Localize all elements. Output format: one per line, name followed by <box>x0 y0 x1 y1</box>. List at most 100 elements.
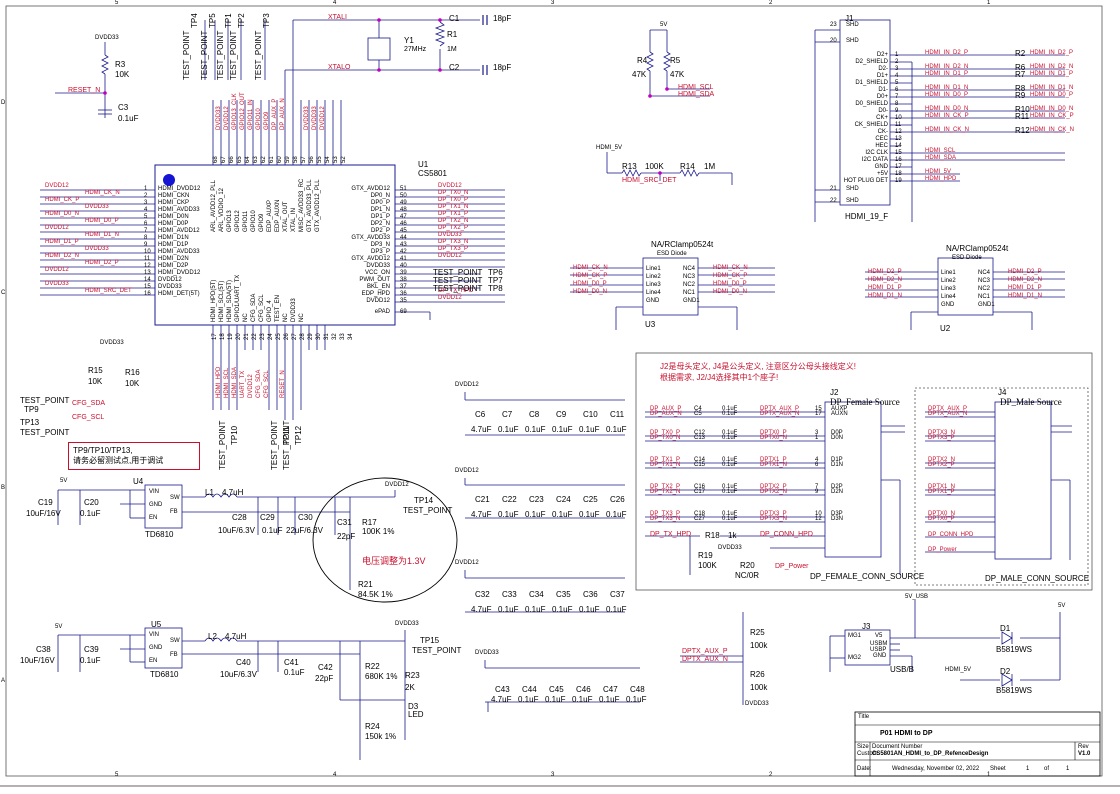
r5-ref: R5 <box>670 56 681 65</box>
j1-pin-name: SHD <box>846 198 859 204</box>
cap-bank-rail: DVDD12 <box>455 560 479 566</box>
j2-cap-ref: C5 <box>694 411 702 417</box>
l1-ref: L1 <box>205 488 214 497</box>
u1-left-pin-number: 12 <box>144 263 151 269</box>
u1-bottom-net: CFG_SCL <box>264 370 270 398</box>
u1-bottom-pin-number: 31 <box>324 333 330 340</box>
u1-left-pin-name: HDMI_D2P <box>158 263 189 269</box>
u3-pin-left: GND <box>646 298 660 304</box>
debug-note-box: TP9/TP10/TP13, 请务必留测试点,用于调试 <box>68 442 200 470</box>
tp6-label: TEST_POINT <box>433 268 483 277</box>
c28-value: 10uF/6.3V <box>218 526 255 535</box>
cap-value: 0.1uF <box>606 510 627 519</box>
cap-value: 0.1uF <box>498 510 519 519</box>
u1-left-pin-number: 11 <box>144 256 151 262</box>
u1-top-net: DVDD12 <box>320 106 326 130</box>
j2-cap-ref: C17 <box>694 489 706 495</box>
cap-ref: C32 <box>475 590 490 599</box>
j2-ref: J2 <box>830 388 839 397</box>
u1-left-pin-number: 14 <box>144 277 151 283</box>
u1-left-pin-name: DVDD12 <box>158 277 182 283</box>
net-dp-power: DP_Power <box>775 563 809 570</box>
j1-net: HDMI_IN_D0_N <box>925 106 969 112</box>
cap-value: 0.1uF <box>498 425 519 434</box>
cap-value: 0.1uF <box>552 510 573 519</box>
j1-pin-number: 21 <box>830 186 837 192</box>
u2-pin-left: GND <box>941 302 955 308</box>
j1-pin-name: I2C DATA <box>861 157 888 163</box>
j4-title: DP_Male Source <box>1000 397 1062 407</box>
j1-pin-name: GND <box>874 164 888 170</box>
bottom-tp-label: TEST_POINT <box>218 420 227 470</box>
j1-pin-name: CEC <box>875 136 888 142</box>
cap-value: 0.1uF <box>552 425 573 434</box>
j2-pin-number: 15 <box>815 406 822 412</box>
c19-ref: C19 <box>38 498 53 507</box>
j2-cap-ref: C13 <box>694 435 706 441</box>
u5-part: TD6810 <box>150 670 179 679</box>
cap-ref: C47 <box>603 685 618 694</box>
r16-ref: R16 <box>125 368 140 377</box>
j2-cap-value: 0.1uF <box>722 511 738 517</box>
j1-net: HDMI_IN_D1_N <box>925 85 969 91</box>
j2-title: DP_Female Source <box>830 397 900 407</box>
j1-pin-name: D2_SHIELD <box>855 59 888 65</box>
u2-pin-left: Line2 <box>941 278 956 284</box>
u1-right-net: DP_TX2_P <box>438 225 469 231</box>
r3-value: 10K <box>115 70 130 79</box>
u1-bottom-pin-number: 29 <box>308 333 314 340</box>
c29-ref: C29 <box>260 513 275 522</box>
u3-net-left: HDMI_CK_P <box>573 273 608 279</box>
u1-left-net: HDMI_SRC_DET <box>85 288 132 294</box>
u1-left-net: HDMI_D1_N <box>85 232 120 238</box>
j3-pin-mg1: MG1 <box>848 633 862 639</box>
j4-net: DPTX3_P <box>928 435 955 441</box>
j1-net-out: HDMI_IN_D0_N <box>1030 106 1074 112</box>
r24-value: 150k 1% <box>365 732 397 741</box>
net-reset-n: RESET_N <box>68 87 101 94</box>
u1-top-pin-number: 65 <box>237 156 243 163</box>
u2-sub: ESD Diode <box>952 255 982 261</box>
pullup-rail: 5V <box>660 22 668 28</box>
tp8-label: TEST_POINT <box>433 284 483 293</box>
u1-right-pin-number: 35 <box>400 298 407 304</box>
u3-net-left: HDMI_D0_P <box>573 281 607 287</box>
c2-ref: C2 <box>449 63 460 72</box>
u1-left-pin-number: 2 <box>144 193 148 199</box>
j1-pin-name: D0- <box>878 108 888 114</box>
j2-net-in: DP_TX1_P <box>650 457 681 463</box>
buck2-pin-en: EN <box>149 658 158 664</box>
u3-net-right: HDMI_D0_P <box>713 281 747 287</box>
c19-value: 10uF/16V <box>26 509 61 518</box>
u2-net-left: HDMI_D2_N <box>868 277 903 283</box>
j2-net-out: DPTX1_N <box>760 462 788 468</box>
j4-net: DPTX_AUX_N <box>928 411 968 417</box>
cap-value: 0.1uF <box>545 695 566 704</box>
net-src-det: HDMI_SRC_DET <box>622 177 677 184</box>
usb-5v-net: 5V_USB <box>905 594 929 600</box>
cap-bank-rail: DVDD12 <box>455 468 479 474</box>
u1-left-pin-name: HDMI_AVDD33 <box>158 207 200 213</box>
tp7-ref: TP7 <box>488 276 503 285</box>
u1-top-pin-number: 56 <box>309 156 315 163</box>
border-col-3: 3 <box>551 0 555 6</box>
u3-net-left: HDMI_CK_N <box>573 265 608 271</box>
j1-pin-number: 5 <box>895 80 899 86</box>
tb-doc-label: Document Number <box>872 744 923 750</box>
u1-bottom-pin-number: 17 <box>212 333 218 340</box>
j4-net: DP_CONN_HPD <box>928 532 974 538</box>
border-row-c: C <box>1 290 6 296</box>
r14-value: 1M <box>704 162 716 171</box>
u1-top-pin-name: GPIO11 <box>243 210 249 232</box>
u1-bottom-pin-number: 22 <box>252 333 258 340</box>
cap-ref: C36 <box>583 590 598 599</box>
r17-value: 100K 1% <box>362 527 395 536</box>
u2-net-right: HDMI_D1_P <box>1008 285 1042 291</box>
r20-value: NC/0R <box>735 571 760 580</box>
c30-value: 22uF/6.3V <box>286 526 323 535</box>
j1-pin-name: SHD <box>846 38 859 44</box>
u1-right-pin-number: 40 <box>400 263 407 269</box>
c28-ref: C28 <box>232 513 247 522</box>
u1-top-pin-number: 67 <box>221 156 227 163</box>
